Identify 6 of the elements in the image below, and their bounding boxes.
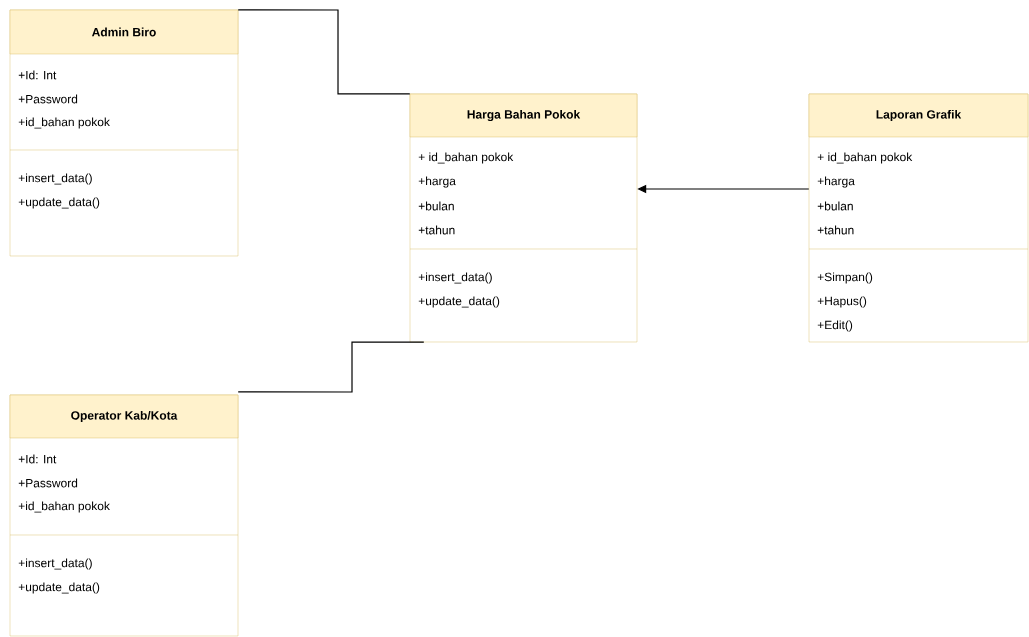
connector-line (237, 9, 411, 95)
class-box: Operator Kab/Kota +Id: Int +Password +id_bahan pokok +insert_data() +update_data() (9, 394, 239, 637)
connector-line (237, 341, 425, 393)
class-box: Admin Biro +Id: Int +Password +id_bahan pokok +insert_data() +update_data() (9, 9, 239, 257)
class-box: Harga Bahan Pokok + id_bahan pokok +harga +bulan +tahun +insert_data() +update_data() (409, 93, 638, 343)
class-box: Laporan Grafik + id_bahan pokok +harga +bulan +tahun +Simpan() +Hapus() +Edit() (808, 93, 1029, 343)
